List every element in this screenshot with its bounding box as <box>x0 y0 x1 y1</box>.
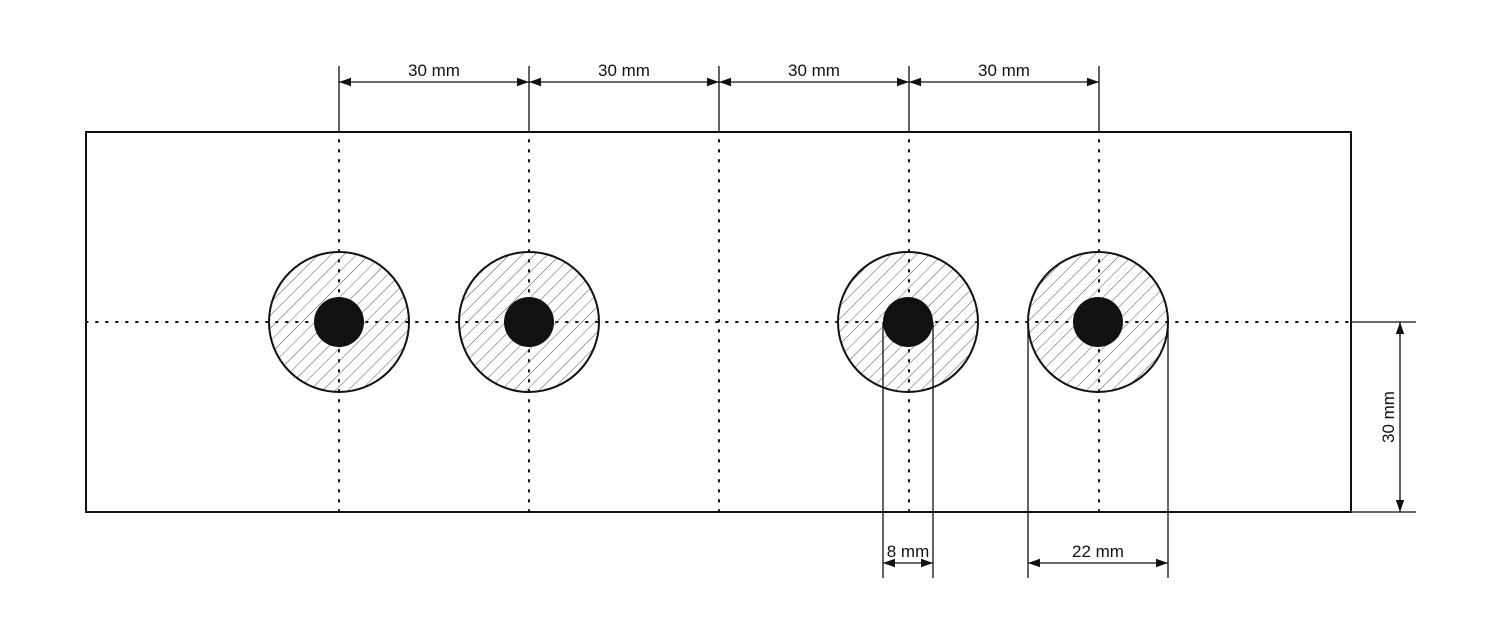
hole-1 <box>268 251 410 393</box>
inner-core <box>314 297 364 347</box>
inner-diameter-label: 8 mm <box>887 542 930 561</box>
top-dimension-chain: 30 mm 30 mm 30 mm 30 mm <box>338 61 1100 132</box>
height-label: 30 mm <box>1379 391 1398 443</box>
outer-diameter-dimension: 22 mm <box>1027 322 1169 578</box>
hole-3 <box>837 251 979 393</box>
outer-diameter-label: 22 mm <box>1072 542 1124 561</box>
dimension-label-3: 30 mm <box>788 61 840 80</box>
inner-core <box>504 297 554 347</box>
dimension-label-2: 30 mm <box>598 61 650 80</box>
hole-4 <box>1027 251 1169 393</box>
hole-2 <box>458 251 600 393</box>
inner-core <box>883 297 933 347</box>
height-dimension: 30 mm <box>1351 321 1416 513</box>
inner-core <box>1073 297 1123 347</box>
inner-diameter-dimension: 8 mm <box>882 322 934 578</box>
holes <box>268 251 1169 393</box>
dimension-label-4: 30 mm <box>978 61 1030 80</box>
dimension-label-1: 30 mm <box>408 61 460 80</box>
